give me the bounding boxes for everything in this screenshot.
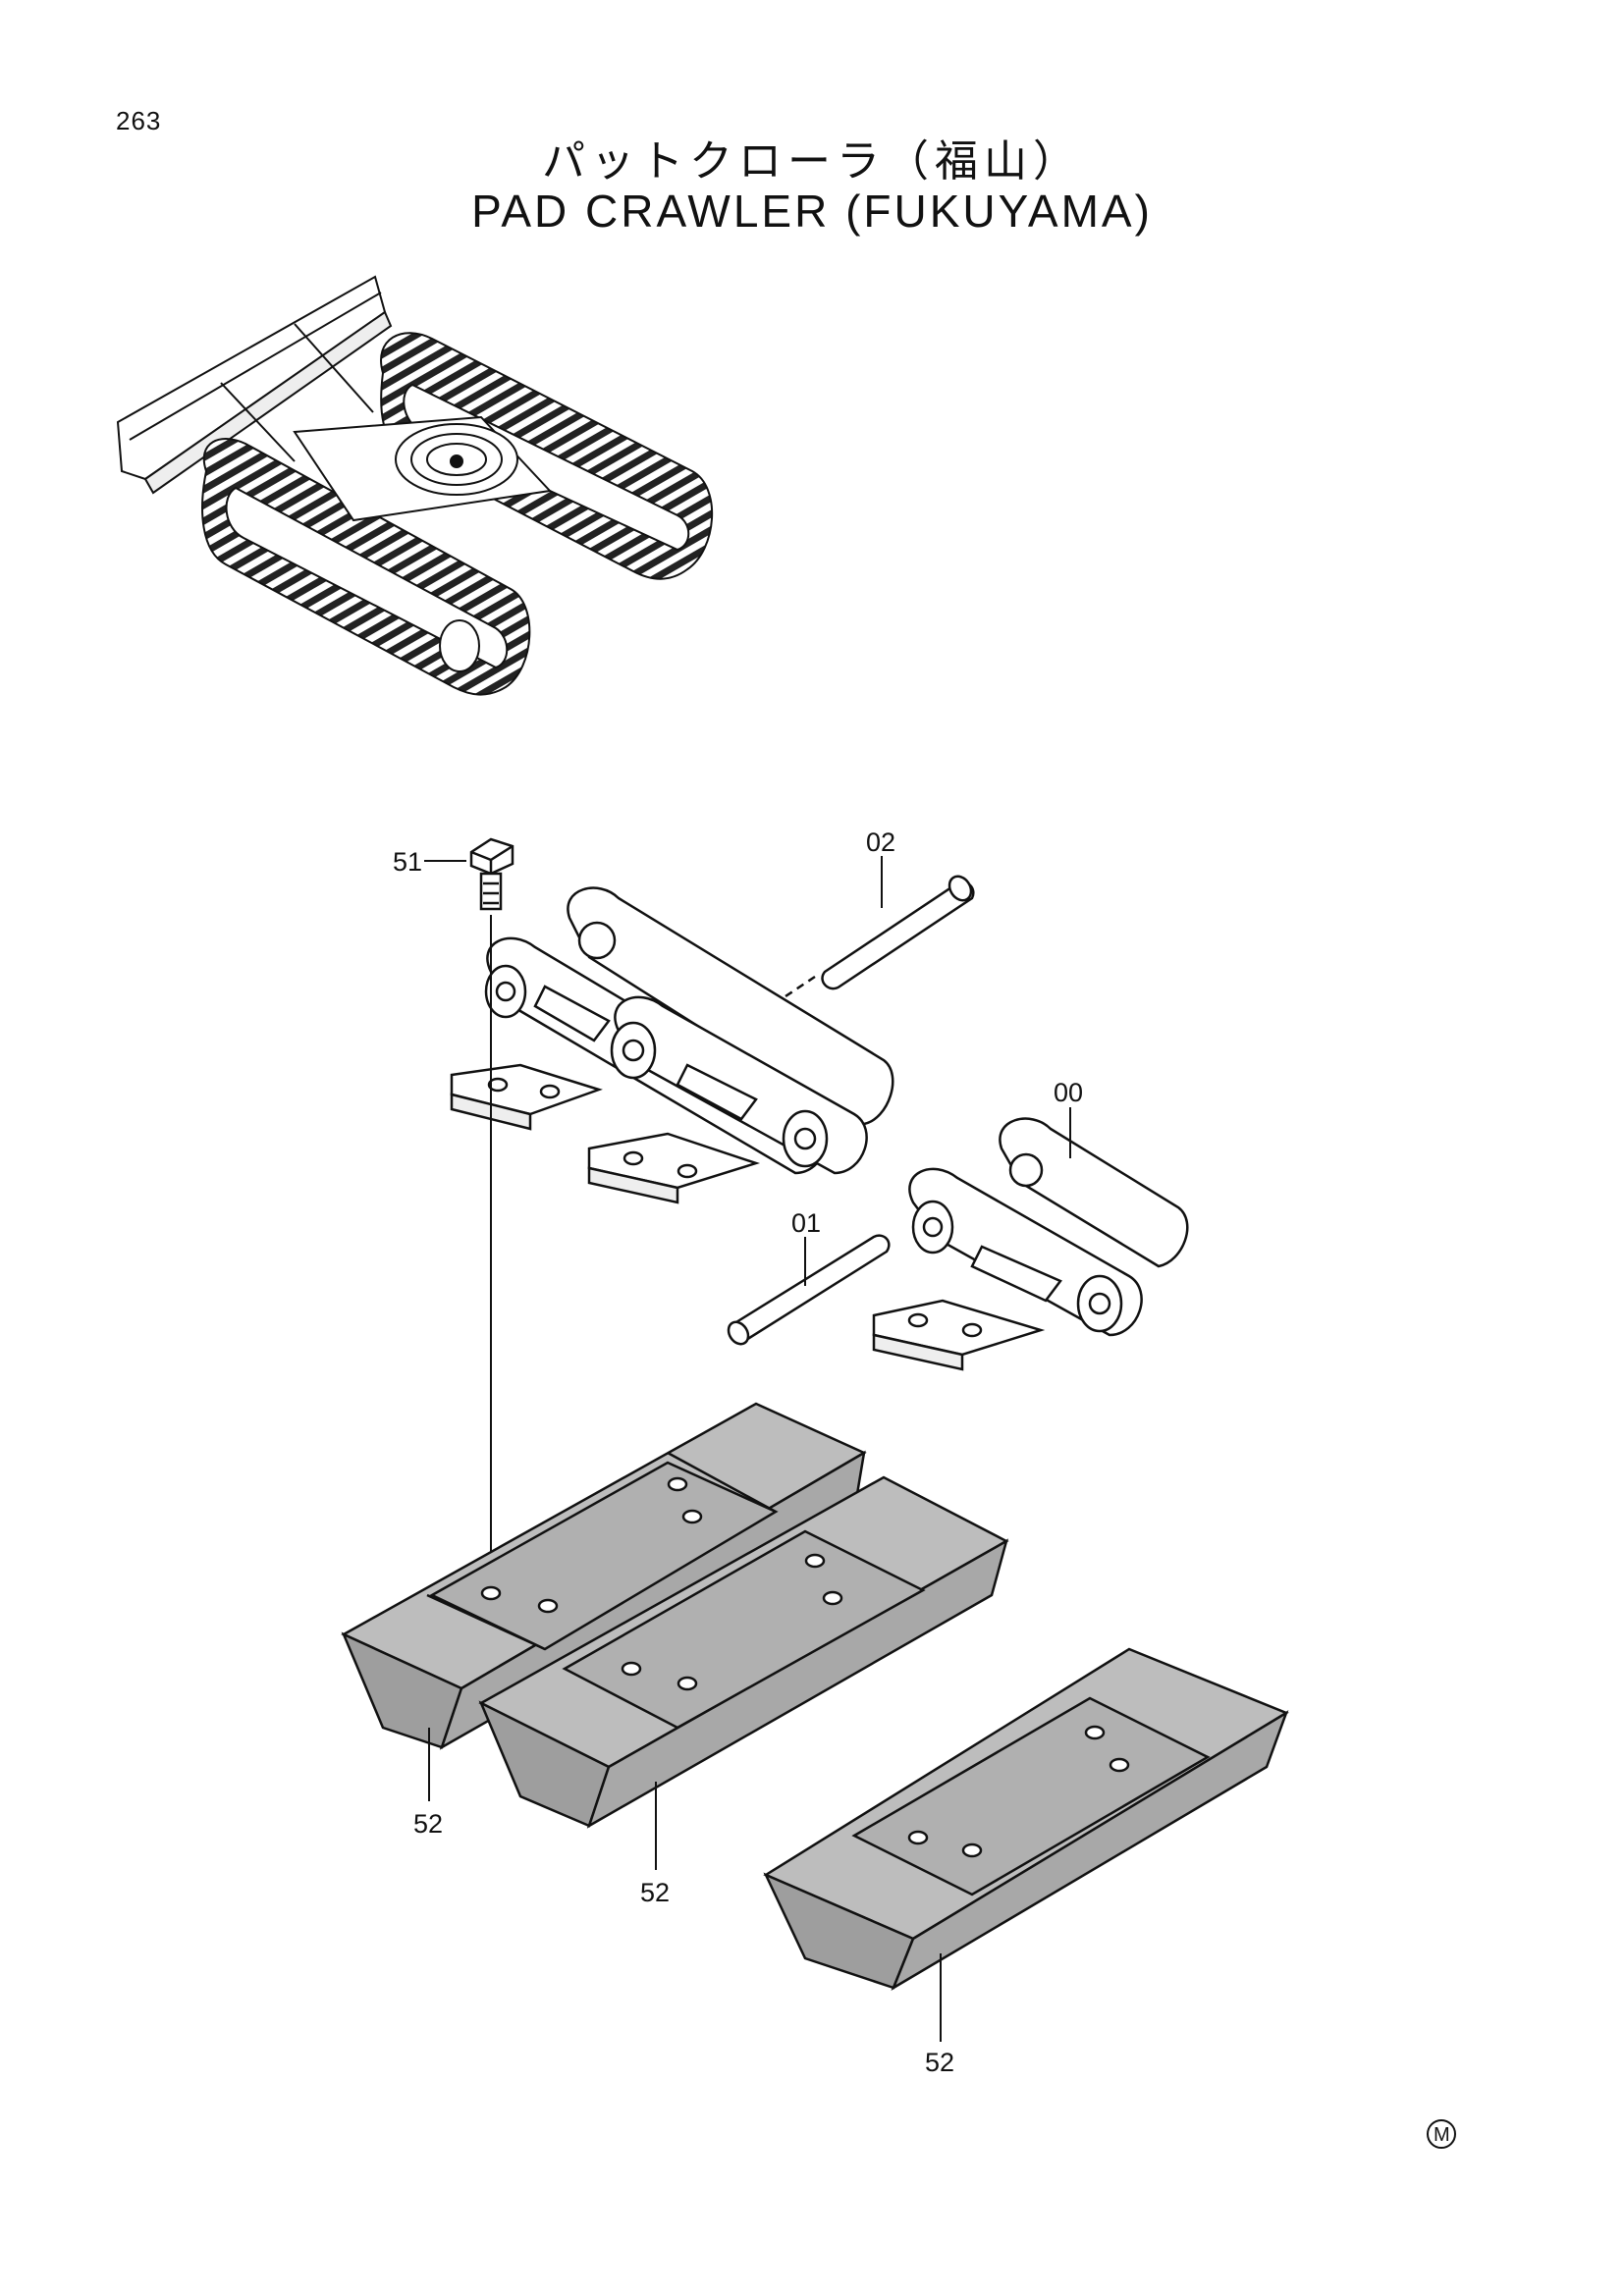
track-link-lower: [872, 1117, 1189, 1371]
m-mark-text: M: [1434, 2124, 1450, 2146]
pin-upper-icon: [785, 875, 975, 998]
page-number: 263: [116, 106, 162, 135]
callout-02: 02: [866, 828, 895, 857]
page-title-english: PAD CRAWLER (FUKUYAMA): [471, 186, 1153, 237]
page-title-japanese: パットクローラ（福山）: [542, 136, 1082, 187]
callout-01: 01: [791, 1208, 821, 1238]
machine-overview-illustration: [116, 275, 713, 696]
m-mark-icon: M: [1427, 2119, 1456, 2149]
track-link-upper: [450, 886, 894, 1204]
rubber-pad-right: [763, 1647, 1289, 1991]
callout-52-center: 52: [640, 1878, 670, 1907]
callout-00: 00: [1054, 1078, 1083, 1107]
callout-leaders: [424, 856, 1071, 2042]
bolt-icon: [469, 837, 514, 1590]
callout-52-right: 52: [925, 2048, 954, 2077]
callout-51: 51: [393, 847, 422, 877]
track-near-icon: [201, 438, 531, 696]
pin-lower-icon: [727, 1234, 891, 1346]
rubber-pad-center: [478, 1475, 1009, 1829]
callout-52-left: 52: [413, 1809, 443, 1839]
